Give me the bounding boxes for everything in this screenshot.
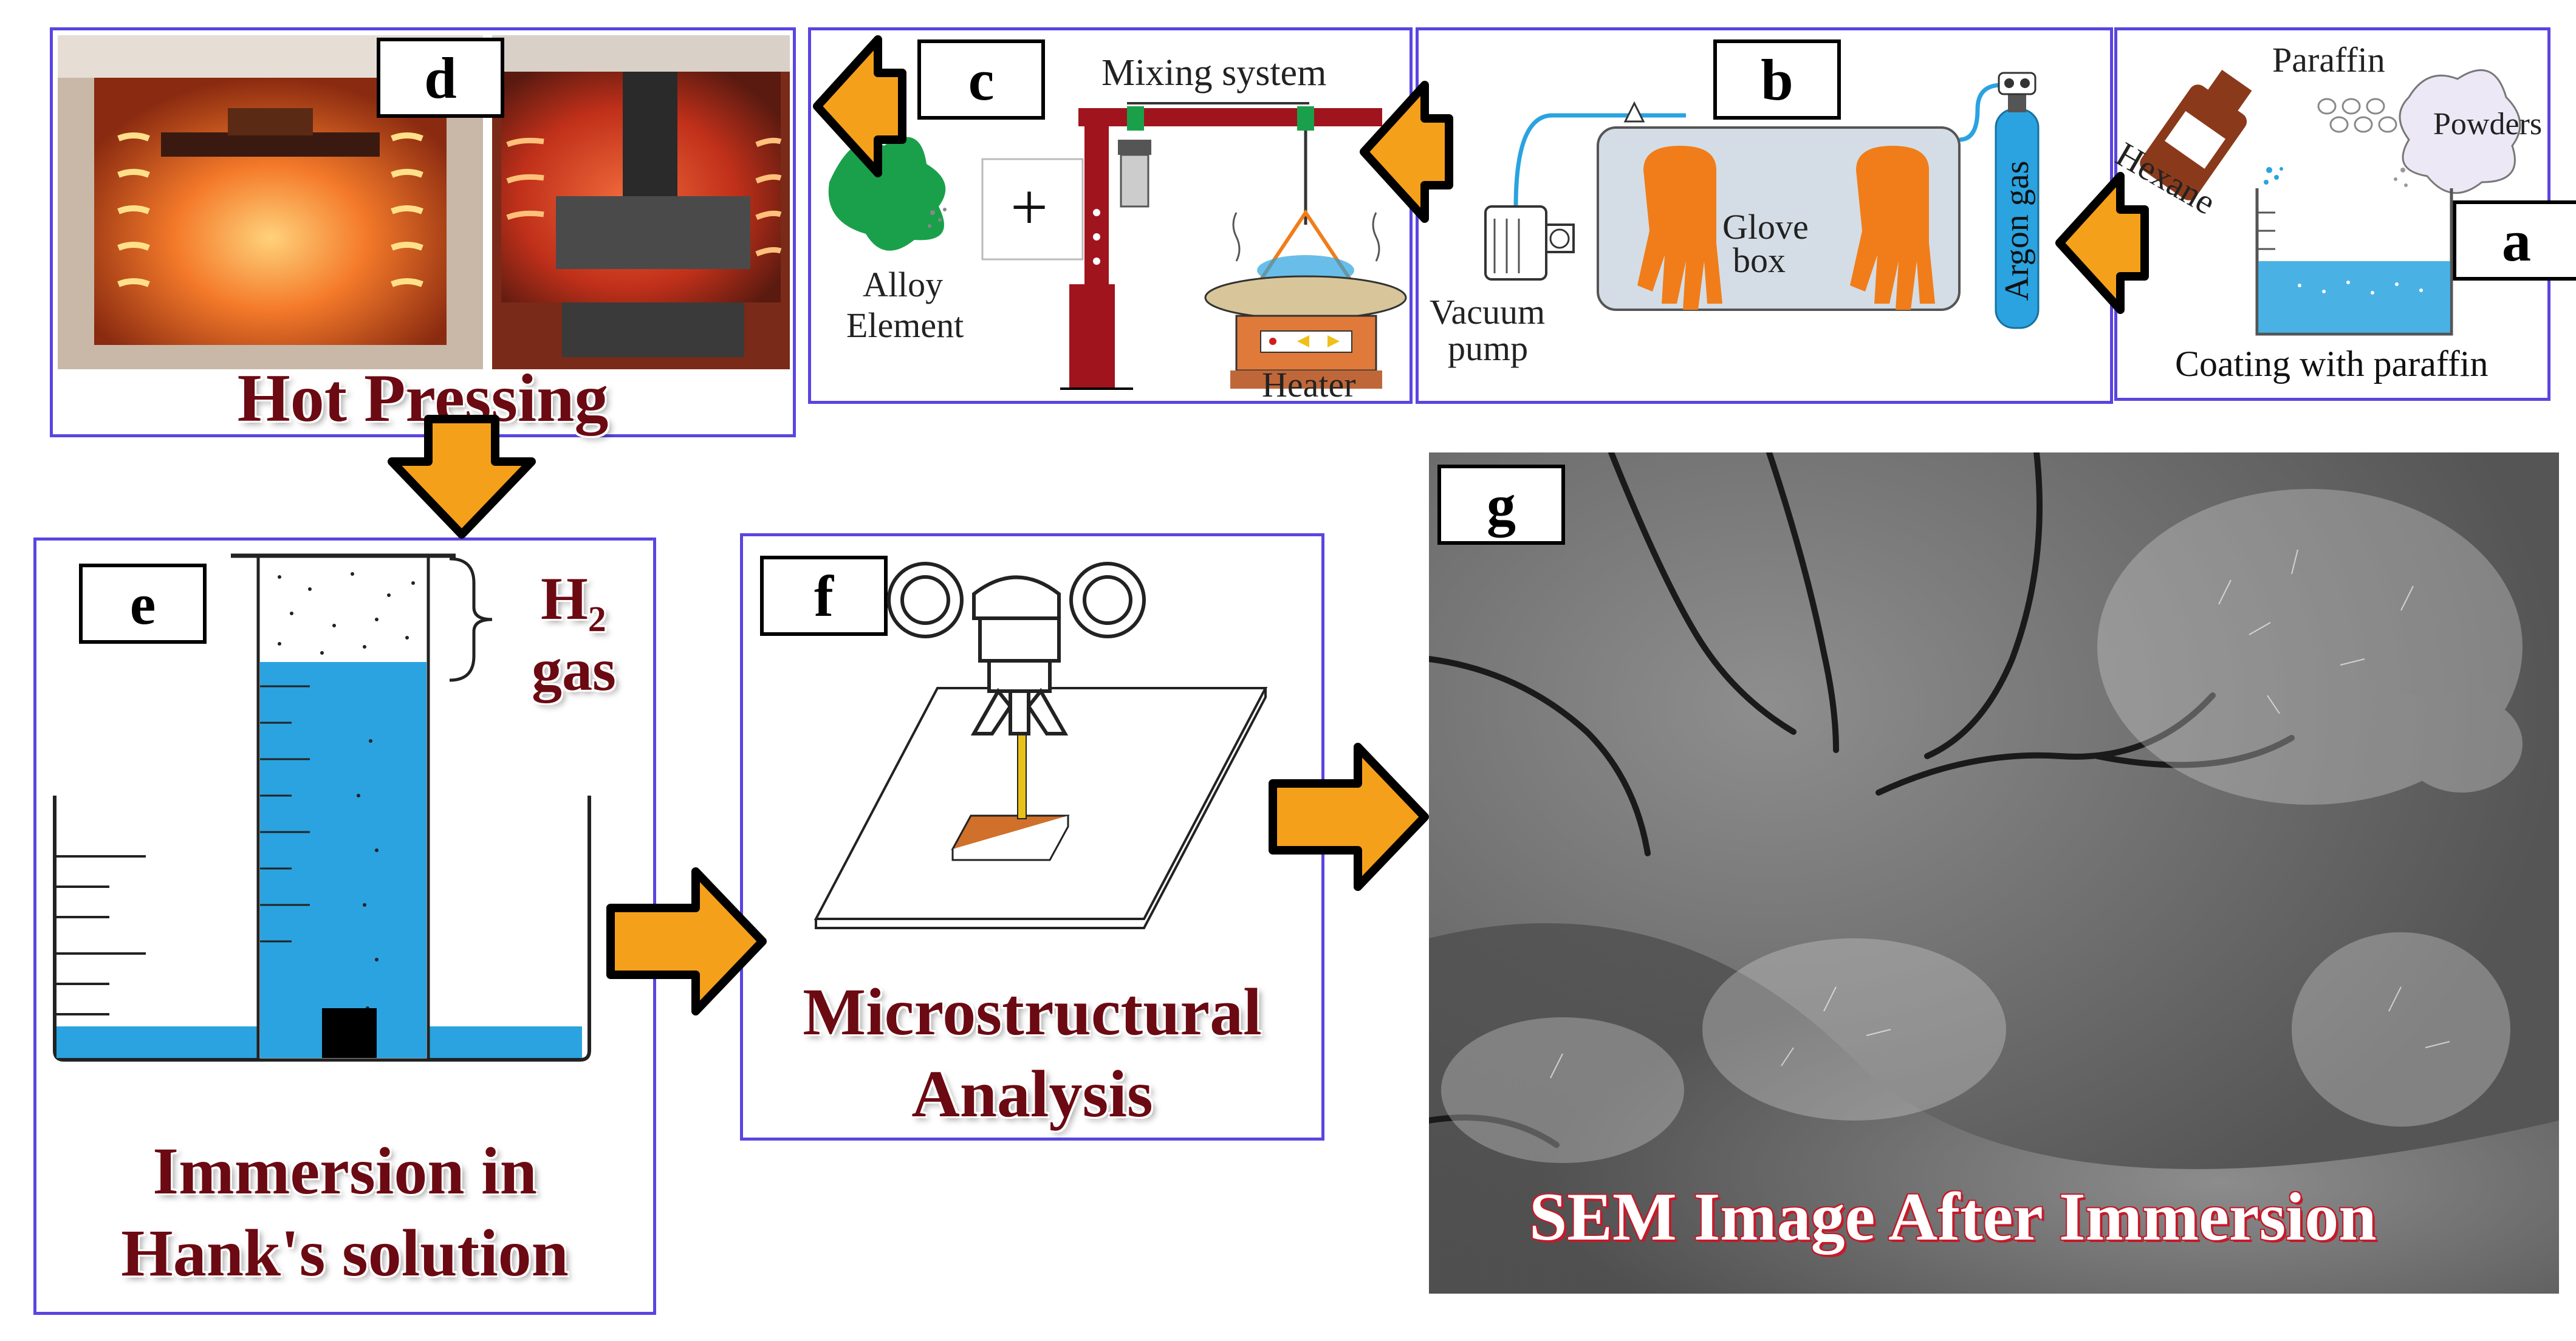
panel-c-letter: c bbox=[917, 39, 1045, 120]
panel-c-mixing: c Mixing system bbox=[808, 27, 1413, 404]
vacuum-pump-label-line2: pump bbox=[1448, 329, 1529, 368]
sem-caption: SEM Image After Immersion bbox=[1529, 1179, 2377, 1255]
hot-pressing-title: Hot Pressing bbox=[237, 361, 609, 436]
arrow-c-to-d bbox=[813, 35, 906, 177]
arrow-d-to-e bbox=[388, 415, 536, 539]
powders-cloud bbox=[2399, 69, 2521, 194]
panel-d-letter: d bbox=[377, 38, 504, 118]
glove-box-label-line1: Glove bbox=[1722, 207, 1809, 247]
paraffin-label: Paraffin bbox=[2272, 40, 2385, 80]
immersion-title-line2: Hank's solution bbox=[121, 1216, 569, 1290]
panel-g-letter: g bbox=[1437, 465, 1565, 545]
microscope-illustration bbox=[814, 562, 1268, 929]
panel-d-hot-pressing: d Hot Pressing bbox=[50, 27, 796, 437]
immersion-title-line1: Immersion in bbox=[152, 1134, 537, 1208]
mixing-apparatus bbox=[828, 102, 1407, 390]
panel-e-letter: e bbox=[79, 564, 207, 644]
panel-e-immersion: e bbox=[33, 537, 656, 1315]
vacuum-pump-label-line1: Vacuum bbox=[1430, 292, 1546, 332]
glove-box-label-line2: box bbox=[1733, 241, 1786, 280]
coating-caption: Coating with paraffin bbox=[2175, 344, 2489, 384]
right-glove bbox=[1850, 146, 1935, 310]
panel-a-letter: a bbox=[2453, 200, 2576, 281]
microstructural-title-line1: Microstructural bbox=[803, 975, 1262, 1049]
panel-g-sem: g SEM Image After Immersion bbox=[1429, 452, 2559, 1294]
immersion-apparatus bbox=[53, 553, 591, 1062]
alloy-element-label-line2: Element bbox=[846, 305, 964, 345]
panel-f-microstructural: f Microstructural Analysis bbox=[740, 533, 1324, 1141]
arrow-f-to-g bbox=[1269, 743, 1429, 891]
microstructural-title-line2: Analysis bbox=[911, 1057, 1153, 1131]
coating-apparatus bbox=[2140, 69, 2521, 336]
plus-sign: + bbox=[1010, 170, 1049, 244]
heater-label: Heater bbox=[1262, 365, 1356, 404]
panel-b-letter: b bbox=[1713, 39, 1841, 120]
h2-label: H₂ bbox=[541, 565, 606, 632]
panel-b-glove-box: b Vacuum pump Glove box Argon bbox=[1416, 27, 2113, 404]
arrow-a-to-b bbox=[2055, 172, 2149, 314]
mixing-system-label: Mixing system bbox=[1101, 52, 1327, 94]
gas-label: gas bbox=[532, 636, 616, 703]
panel-a-coating: a Paraffin Hexan bbox=[2109, 27, 2576, 401]
arrow-e-to-f bbox=[606, 867, 767, 1015]
arrow-b-to-c bbox=[1360, 81, 1453, 223]
alloy-element-label-line1: Alloy bbox=[863, 265, 944, 304]
glove-box-apparatus bbox=[1484, 72, 2040, 329]
alloy-element-blob bbox=[828, 137, 946, 251]
sem-image bbox=[1429, 452, 2559, 1294]
left-glove bbox=[1637, 146, 1722, 310]
powders-label: Powders bbox=[2433, 107, 2543, 142]
panel-f-letter: f bbox=[760, 556, 888, 636]
